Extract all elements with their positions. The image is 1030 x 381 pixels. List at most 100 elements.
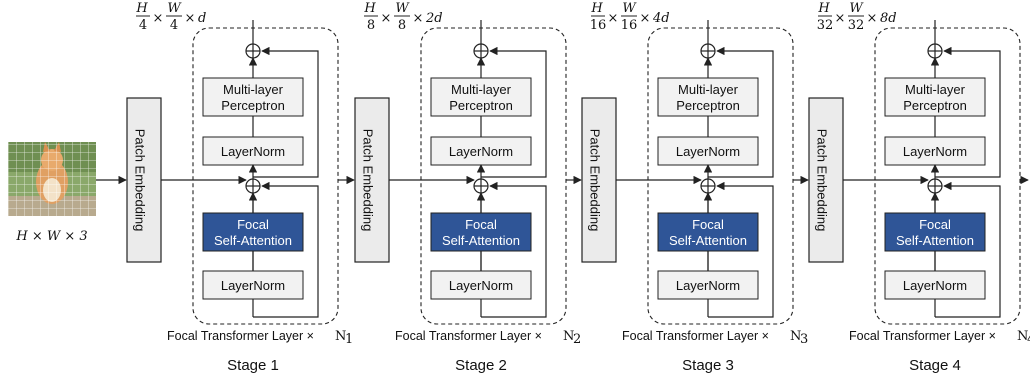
patch-embedding-label: Patch Embedding <box>588 129 603 232</box>
dim-channels: 8d <box>880 11 897 26</box>
layer-repeat-subscript: 4 <box>1027 332 1030 347</box>
dim-times-2: × <box>640 11 651 26</box>
layernorm-label-bottom: LayerNorm <box>676 278 740 293</box>
mlp-block <box>657 77 759 117</box>
focal-label-line1: Focal <box>919 217 951 232</box>
dim-h-num: H <box>817 1 830 16</box>
layernorm-block-top <box>430 136 532 166</box>
layer-caption: Focal Transformer Layer × <box>622 329 769 343</box>
patch-embedding-block <box>581 97 617 263</box>
mlp-label-line1: Multi-layer <box>223 82 284 97</box>
skip-connection-lower <box>708 181 774 318</box>
focal-label-line2: Self-Attention <box>214 233 292 248</box>
patch-embedding-block <box>126 97 162 263</box>
add-node-lower <box>927 178 943 194</box>
skip-connection-upper <box>481 46 547 178</box>
dim-w-den: 32 <box>848 18 865 33</box>
layernorm-label-bottom: LayerNorm <box>449 278 513 293</box>
layer-repeat-symbol: N <box>790 329 801 344</box>
dim-times-2: × <box>185 11 196 26</box>
skip-connection-lower <box>935 181 1001 318</box>
add-node-upper <box>927 43 943 59</box>
add-node-lower <box>473 178 489 194</box>
layernorm-label-top: LayerNorm <box>221 144 285 159</box>
dim-h-den: 16 <box>590 18 607 33</box>
focal-transformer-layer-container <box>874 27 1021 325</box>
dim-h-den: 8 <box>367 18 375 33</box>
layernorm-label-top: LayerNorm <box>676 144 740 159</box>
dim-w-num: W <box>395 1 410 16</box>
mlp-label-line2: Perceptron <box>676 98 740 113</box>
focal-label-line1: Focal <box>465 217 497 232</box>
layernorm-label-bottom: LayerNorm <box>221 278 285 293</box>
mlp-label-line1: Multi-layer <box>905 82 966 97</box>
input-shape-label: H × W × 3 <box>15 229 87 244</box>
mlp-label-line2: Perceptron <box>903 98 967 113</box>
skip-connection-upper <box>708 46 774 178</box>
layernorm-block-bottom <box>430 270 532 300</box>
dim-times-2: × <box>413 11 424 26</box>
input-image <box>8 142 96 216</box>
layer-repeat-subscript: 3 <box>800 332 808 347</box>
add-node-upper <box>700 43 716 59</box>
dim-times-1: × <box>835 11 846 26</box>
layer-repeat-symbol: N <box>563 329 574 344</box>
dim-times-1: × <box>381 11 392 26</box>
dim-times-1: × <box>153 11 164 26</box>
mlp-block <box>202 77 304 117</box>
focal-transformer-layer-container <box>192 27 339 325</box>
layer-repeat-symbol: N <box>1017 329 1028 344</box>
add-node-upper <box>245 43 261 59</box>
dim-channels: 2d <box>425 11 443 26</box>
dim-h-num: H <box>590 1 603 16</box>
dim-w-num: W <box>622 1 637 16</box>
focal-self-attention-block <box>430 212 532 252</box>
add-node-lower <box>700 178 716 194</box>
skip-connection-lower <box>481 181 547 318</box>
patch-embedding-label: Patch Embedding <box>815 129 830 232</box>
mlp-label-line1: Multi-layer <box>678 82 739 97</box>
layernorm-block-top <box>884 136 986 166</box>
mlp-block <box>884 77 986 117</box>
dim-h-num: H <box>135 1 148 16</box>
patch-embedding-label: Patch Embedding <box>361 129 376 232</box>
layernorm-label-bottom: LayerNorm <box>903 278 967 293</box>
patch-embedding-block <box>354 97 390 263</box>
stage-name: Stage 4 <box>909 357 961 374</box>
layernorm-block-bottom <box>657 270 759 300</box>
layernorm-block-top <box>657 136 759 166</box>
layer-caption: Focal Transformer Layer × <box>395 329 542 343</box>
dim-w-num: W <box>849 1 864 16</box>
stage-name: Stage 3 <box>682 357 734 374</box>
add-node-upper <box>473 43 489 59</box>
layernorm-label-top: LayerNorm <box>903 144 967 159</box>
skip-connection-lower <box>253 181 319 318</box>
focal-label-line1: Focal <box>692 217 724 232</box>
dim-h-den: 4 <box>139 18 147 33</box>
dim-channels: d <box>198 11 206 26</box>
dim-w-den: 16 <box>621 18 638 33</box>
dim-w-num: W <box>167 1 182 16</box>
stage-name: Stage 1 <box>227 357 279 374</box>
dim-times-1: × <box>608 11 619 26</box>
mlp-label-line2: Perceptron <box>449 98 513 113</box>
layer-caption: Focal Transformer Layer × <box>849 329 996 343</box>
focal-transformer-layer-container <box>647 27 794 325</box>
mlp-label-line2: Perceptron <box>221 98 285 113</box>
layer-repeat-subscript: 1 <box>345 332 353 347</box>
focal-label-line2: Self-Attention <box>896 233 974 248</box>
layer-repeat-symbol: N <box>335 329 346 344</box>
layer-repeat-subscript: 2 <box>573 332 581 347</box>
stage-name: Stage 2 <box>455 357 507 374</box>
dim-times-2: × <box>867 11 878 26</box>
skip-connection-upper <box>253 46 319 178</box>
dim-w-den: 8 <box>398 18 406 33</box>
dim-h-den: 32 <box>817 18 834 33</box>
layernorm-label-top: LayerNorm <box>449 144 513 159</box>
add-node-lower <box>245 178 261 194</box>
focal-label-line2: Self-Attention <box>669 233 747 248</box>
focal-label-line1: Focal <box>237 217 269 232</box>
dim-channels: 4d <box>652 11 670 26</box>
